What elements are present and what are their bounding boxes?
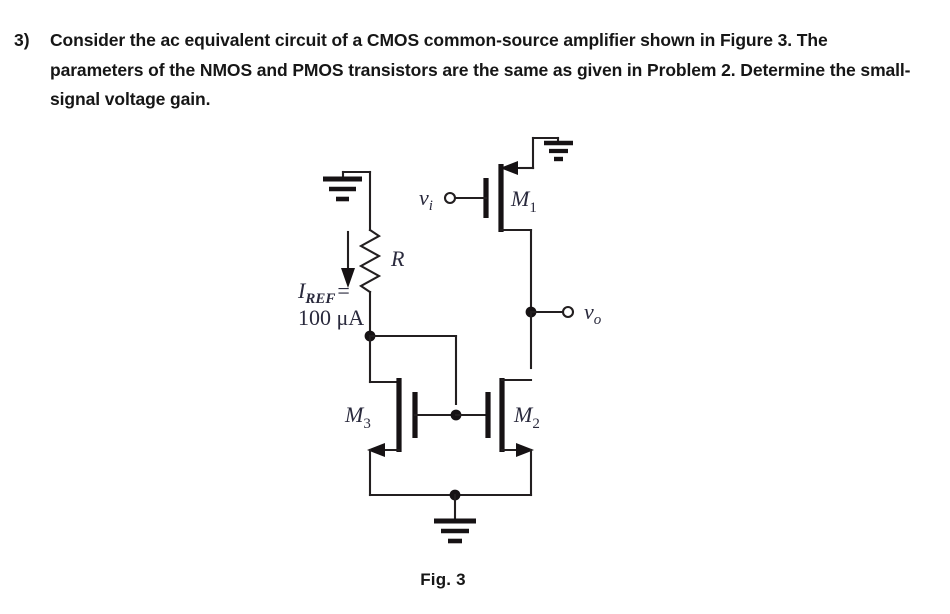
label-vo: vo — [584, 299, 602, 328]
resistor-r — [358, 170, 382, 338]
label-vi: vi — [419, 185, 433, 214]
label-iref: IREF= — [297, 278, 350, 307]
pmos-m1-source-arrow-icon — [500, 161, 535, 175]
common-gate-node — [450, 409, 489, 421]
ground-top-right-icon — [518, 136, 573, 170]
figure-caption-text: Fig. 3 — [420, 570, 466, 589]
figure-caption: Fig. 3 — [0, 570, 950, 590]
label-m2: M2 — [513, 402, 540, 432]
pmos-transistor-m1 — [454, 164, 533, 314]
figure-circuit-diagram: vi M1 vo R — [0, 120, 950, 614]
question-text: Consider the ac equivalent circuit of a … — [50, 30, 911, 109]
label-iref-value: 100 μA — [298, 305, 364, 330]
nmos-transistor-m2 — [485, 378, 534, 497]
label-r: R — [390, 246, 405, 271]
input-terminal-vi — [443, 191, 457, 205]
ground-top-left-icon — [323, 170, 372, 202]
current-direction-arrow-icon — [341, 230, 355, 288]
output-node-vo — [525, 305, 575, 370]
label-m1: M1 — [510, 186, 537, 216]
label-m3: M3 — [344, 402, 371, 432]
question-block: 3) Consider the ac equivalent circuit of… — [0, 26, 920, 115]
question-number: 3) — [14, 30, 30, 50]
iref-node — [364, 330, 458, 406]
nmos-transistor-m3 — [367, 378, 452, 497]
ground-bottom-icon — [368, 489, 533, 544]
circuit-schematic-svg: vi M1 vo R — [297, 136, 602, 544]
